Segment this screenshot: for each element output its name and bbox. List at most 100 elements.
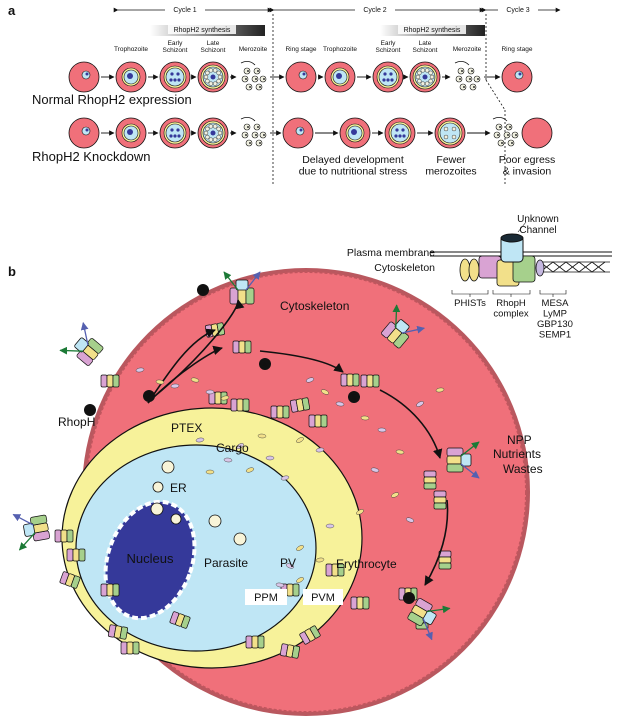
label-cytoskeleton: Cytoskeleton [280, 299, 349, 313]
rhoph-complexes [54, 322, 452, 659]
cargo-particle [285, 563, 295, 569]
rhoph-complex [438, 550, 452, 570]
stage-label: Merozoite [453, 46, 482, 53]
npp-channel [407, 597, 451, 641]
label-parasite: Parasite [204, 556, 248, 570]
rhoph-complex [100, 583, 120, 597]
step-number: 5 [352, 393, 357, 402]
label-wastes: Wastes [503, 462, 543, 476]
legend [430, 221, 612, 297]
rhoph-complex [325, 563, 345, 577]
cargo-particle [315, 447, 325, 453]
cargo-particle [275, 582, 285, 588]
step-badge-6: 6 [403, 592, 415, 604]
cargo-particle [356, 509, 364, 515]
note-egress: Poor egress& invasion [499, 154, 556, 178]
legend-cytoskeleton: Cytoskeleton [374, 262, 435, 274]
rhoph-complex [208, 391, 228, 405]
step-number: 6 [407, 594, 412, 603]
cargo-particle [223, 457, 233, 463]
rbc-early [372, 61, 404, 93]
rhoph-complex [279, 643, 301, 659]
cargo-particle [370, 467, 380, 473]
rbc-merozoites [454, 61, 481, 91]
stage-label: Trophozoite [323, 46, 357, 53]
cargo-particle [321, 389, 329, 395]
normal-row-label: Normal RhopH2 expression [32, 92, 192, 107]
rbc-troph [115, 61, 147, 93]
cargo-particle [391, 492, 399, 498]
stage-label: Merozoite [239, 46, 268, 53]
rbc-troph [115, 117, 147, 149]
cargo-particle [135, 367, 145, 373]
step-badge-3: 3 [197, 284, 209, 296]
rhoph-complex [308, 414, 328, 428]
rbc-early [159, 117, 191, 149]
rbc-merozoites [492, 117, 519, 147]
cargo-particle [296, 577, 304, 583]
rbc-late [409, 61, 441, 93]
rhoph-complex [360, 374, 380, 388]
label-pvm: PVM [311, 592, 335, 604]
rbc-early [159, 61, 191, 93]
normal-row [68, 61, 533, 93]
stage-label: Ring stage [285, 46, 316, 53]
cargo-particle [360, 415, 370, 421]
cycle-bar [113, 5, 561, 15]
cargo-particle [245, 467, 255, 473]
rbc-troph [324, 61, 356, 93]
rhoph-complex [100, 374, 120, 388]
rbc-lateFew [434, 117, 466, 149]
rhoph-complex [423, 470, 437, 490]
cargo-particle [335, 401, 345, 407]
cargo-particle [190, 377, 200, 383]
label-er: ER [170, 481, 187, 495]
cargo-particles [135, 367, 445, 588]
rhoph-complex [54, 529, 74, 543]
cycle-1-label: Cycle 1 [173, 7, 196, 14]
synthesis-label-2: RhopH2 synthesis [404, 27, 461, 34]
rhoph-complex [245, 635, 265, 649]
label-cargo: Cargo [216, 441, 249, 455]
cargo-particle [236, 443, 244, 449]
step-number: 3 [201, 286, 206, 295]
step-badge-2: 2 [143, 390, 155, 402]
rhoph-complex [230, 398, 250, 412]
rhoph-complex [120, 641, 140, 655]
npp-channel [446, 441, 480, 479]
cargo-particle [377, 427, 387, 433]
rbc-merozoites [240, 117, 267, 147]
cargo-particle [435, 387, 445, 393]
rbc-troph [339, 117, 371, 149]
rhoph-complex [232, 340, 252, 354]
cargo-particle [325, 523, 335, 529]
rhoph-complex [340, 373, 360, 387]
cargo-particle [205, 469, 215, 475]
label-npp: NPP [507, 433, 532, 447]
rbc-late [197, 61, 229, 93]
rhoph-complex [350, 596, 370, 610]
rbc-empty [521, 117, 553, 149]
legend-phists: PHISTs [454, 298, 486, 309]
rhoph-complex [59, 571, 81, 589]
step-badge-4: 4 [259, 358, 271, 370]
label-nutrients: Nutrients [493, 447, 541, 461]
pvm-plate [303, 589, 343, 605]
cargo-particle [315, 557, 325, 563]
rbc-early [384, 117, 416, 149]
er-vesicles [150, 460, 247, 546]
rbc-ring [68, 61, 100, 93]
cargo-particle [205, 389, 215, 395]
cargo-particle [305, 377, 315, 383]
